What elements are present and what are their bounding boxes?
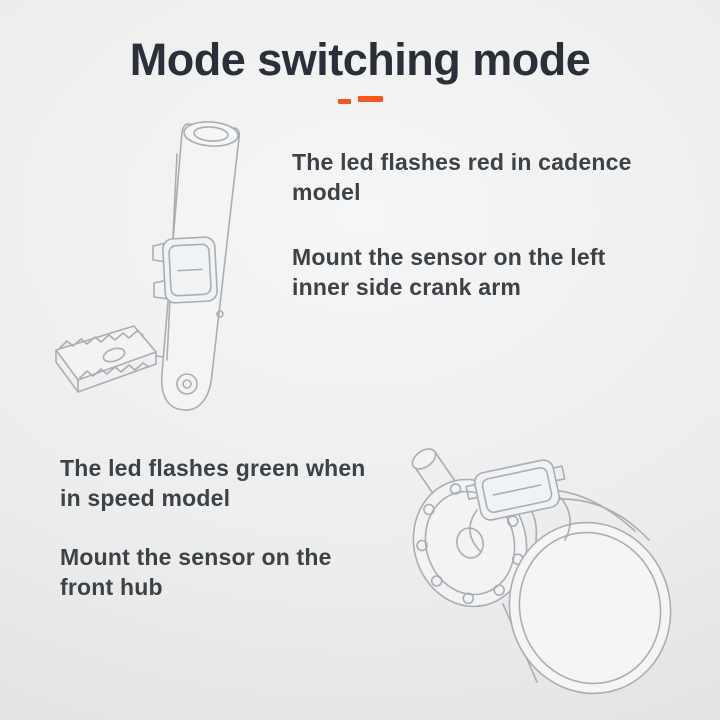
- speed-mount-text: Mount the sensor on the front hub: [60, 544, 332, 600]
- cadence-sensor: [162, 236, 218, 304]
- page-title: Mode switching mode: [129, 34, 591, 85]
- accent-dash-large: [357, 96, 383, 102]
- accent-dash-small: [337, 99, 351, 104]
- cadence-mount-text: Mount the sensor on the left inner side …: [292, 244, 606, 300]
- crank-arm-illustration: [50, 112, 292, 434]
- speed-led-text: The led flashes green when in speed mode…: [60, 455, 366, 511]
- front-hub-illustration: [385, 436, 710, 708]
- pedal: [55, 325, 173, 393]
- sensor-strap: [560, 497, 571, 541]
- accent-dashes: [0, 96, 720, 104]
- front-hub-drawing: [411, 448, 672, 695]
- crank-arm-drawing: [55, 121, 241, 411]
- sensor-strap: [153, 279, 170, 300]
- cadence-led-text: The led flashes red in cadence model: [292, 149, 632, 205]
- hub-drum: [508, 521, 672, 695]
- sensor-strap: [469, 509, 482, 553]
- sensor-strap: [152, 242, 168, 263]
- speed-sensor: [465, 459, 566, 521]
